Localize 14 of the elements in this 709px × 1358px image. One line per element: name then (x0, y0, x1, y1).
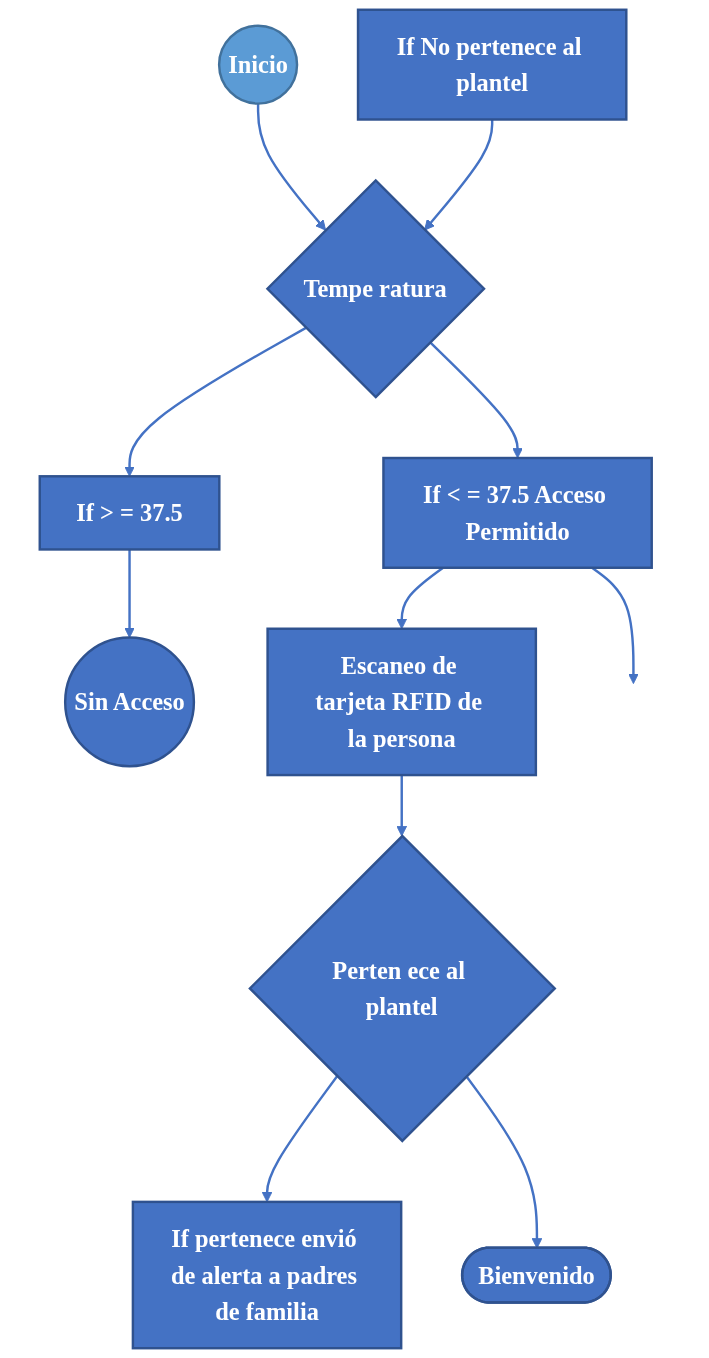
node-circle: Sin Acceso (63, 636, 195, 768)
arrow (428, 341, 523, 459)
node-diamond: Perten ece al plantel (247, 834, 557, 1143)
node-box: If pertenece envió de alerta a padres de familia (131, 1200, 402, 1350)
node-circle: Inicio (217, 24, 298, 105)
arrow (395, 775, 407, 837)
arrow (256, 103, 326, 231)
node-diamond: Tempe ratura (265, 178, 486, 399)
arrow (123, 326, 307, 477)
node-box: If No pertenece al plantel (356, 8, 628, 121)
arrow (423, 119, 493, 231)
node-box: Escaneo de tarjeta RFID de la persona (265, 627, 537, 777)
node-box: If > = 37.5 (38, 475, 221, 551)
node-box: If < = 37.5 Acceso Permitido (381, 456, 653, 569)
